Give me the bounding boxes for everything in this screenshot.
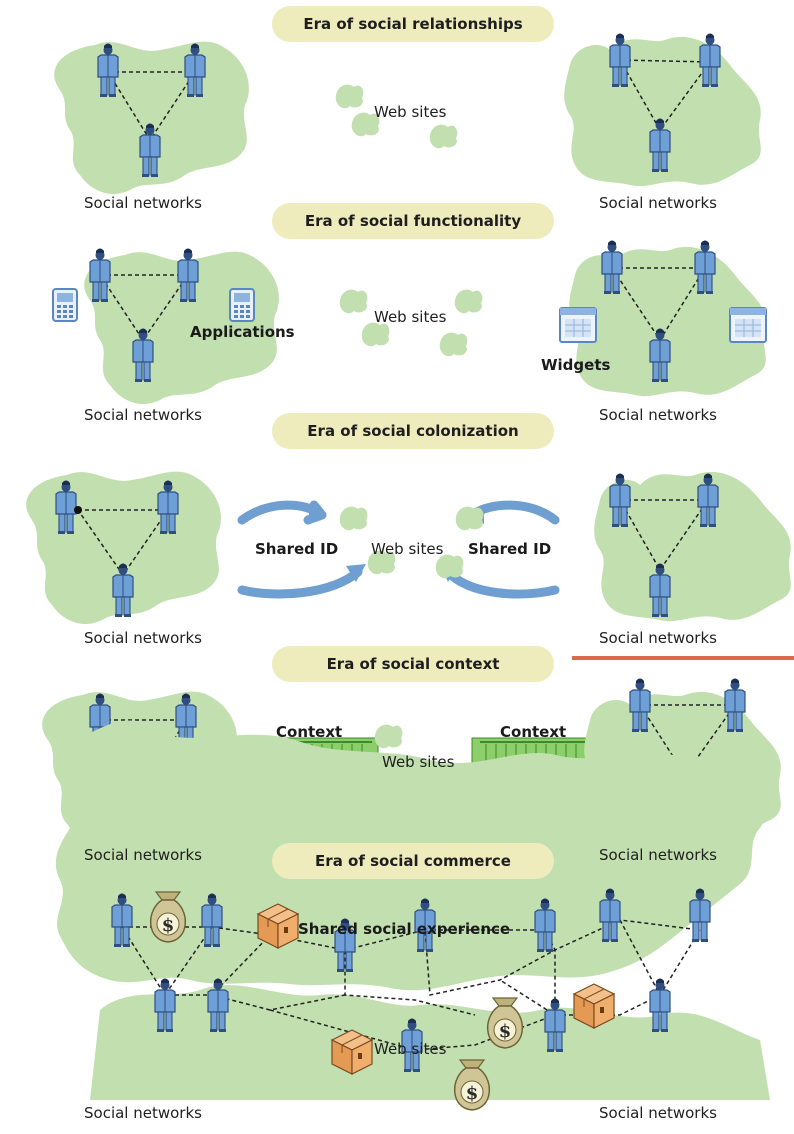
era5-top-label: Shared social experience (298, 920, 511, 938)
era3-right-label: Shared ID (468, 540, 552, 558)
era2-right-network (559, 239, 767, 397)
package-box-icon (331, 1029, 373, 1075)
era1-left-caption: Social networks (84, 194, 202, 212)
era2-left-network (52, 247, 279, 405)
era4-right-label: Context (500, 723, 567, 741)
era5-title: Era of social commerce (272, 843, 554, 879)
era4-left-label: Context (276, 723, 343, 741)
widget-window-icon (559, 307, 597, 343)
era4-center-label: Web sites (382, 753, 455, 771)
shared-id-arrow (237, 567, 363, 599)
era2-title: Era of social functionality (272, 203, 554, 239)
package-box-icon (573, 983, 615, 1029)
widget-window-icon (729, 307, 767, 343)
era2-right-label: Widgets (541, 356, 611, 374)
era4-right-caption: Social networks (599, 846, 717, 864)
era1-right-network (564, 32, 761, 187)
money-bag-icon (486, 997, 524, 1049)
era2-left-label: Applications (190, 323, 295, 341)
shared-id-arrow (443, 567, 560, 599)
era2-center-label: Web sites (374, 308, 447, 326)
era1-center-label: Web sites (374, 103, 447, 121)
shared-id-arrow (467, 500, 560, 525)
era1-right-caption: Social networks (599, 194, 717, 212)
era1-left-network (54, 41, 249, 195)
era3-title: Era of social colonization (272, 413, 554, 449)
era3-left-caption: Social networks (84, 629, 202, 647)
era2-left-caption: Social networks (84, 406, 202, 424)
era1-title: Era of social relationships (272, 6, 554, 42)
era4-title: Era of social context (272, 646, 554, 682)
era3-left-label: Shared ID (255, 540, 339, 558)
era2-right-caption: Social networks (599, 406, 717, 424)
era3-left-network (26, 471, 221, 625)
era5-left-caption: Social networks (84, 1104, 202, 1122)
phone-app-icon (229, 288, 255, 322)
package-box-icon (257, 903, 299, 949)
era5-center-label: Web sites (374, 1040, 447, 1058)
era3-right-caption: Social networks (599, 629, 717, 647)
era4-left-caption: Social networks (84, 846, 202, 864)
era5-right-caption: Social networks (599, 1104, 717, 1122)
era3-center-label: Web sites (371, 540, 444, 558)
accent-divider (572, 656, 794, 660)
phone-app-icon (52, 288, 78, 322)
era3-right-network (594, 471, 791, 622)
